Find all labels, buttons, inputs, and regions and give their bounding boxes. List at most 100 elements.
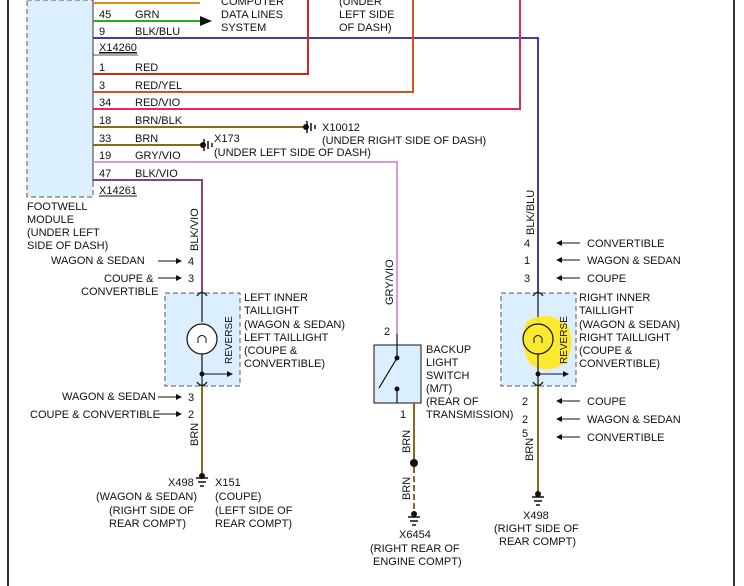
left-side-label-3: OF DASH) [339,22,392,34]
right-label-wagon-sedan: WAGON & SEDAN [587,255,681,267]
right-ground-line2: REAR COMPT) [499,536,576,548]
left-lamp-name-6: CONVERTIBLE) [244,358,325,370]
wire-label-blk-blu: BLK/BLU [135,26,180,38]
right-arrowhead-wagon-sedan [556,257,562,263]
left-side-label-1: (UNDER [339,0,382,8]
right-lamp-wire-bottom: BRN [524,438,536,461]
left-lamp-name-4: LEFT TAILLIGHT [244,332,329,344]
module-pin-9: 9 [99,26,105,38]
left-bottom-pin-3: 3 [188,392,194,404]
left-lamp-top-connector [196,291,208,297]
module-pin-18: 18 [99,115,111,127]
module-pin-47: 47 [99,168,111,180]
right-ground-dot [535,491,541,497]
wire-label-red-vio: RED/VIO [135,97,181,109]
left-lamp-name-5: (COUPE & [244,345,298,357]
left-ground-b-id: X151 [215,477,241,489]
wire-label-red: RED [135,62,158,74]
ground-dot-x10012 [303,124,309,130]
wire-label-brn-blk: BRN/BLK [135,115,183,127]
switch-splice-dot [410,459,418,467]
right-lamp-reverse-arrowhead [563,371,569,377]
wire-blk-vio [93,179,203,292]
left-lamp-wire-bottom: BRN [189,423,201,446]
switch-name-6: TRANSMISSION) [426,409,513,421]
data-lines-arrow [200,16,212,26]
left-ground-symbol [196,477,208,487]
left-ground-b-line2: (LEFT SIDE OF [215,505,293,517]
right-lamp-name-6: CONVERTIBLE) [579,358,660,370]
right-pin-4: 4 [524,238,530,250]
switch-pin-2: 2 [384,326,390,338]
left-side-label-2: LEFT SIDE [339,9,394,21]
wire-red [93,0,309,75]
right-bottom-pin-2a: 2 [522,396,528,408]
module-pin-34: 34 [99,97,111,109]
left-pin-4: 4 [188,256,194,268]
left-pin-arrowhead-wagon-sedan [176,258,182,264]
right-bottom-arrowhead-wagon-sedan [556,416,562,422]
left-pin-arrowhead-coupe [176,275,182,281]
ground-desc-x173: (UNDER LEFT SIDE OF DASH) [214,147,371,159]
right-lamp-top-connector [532,291,544,297]
right-arrowhead-convertible [556,240,562,246]
left-ground-a-line3: REAR COMPT) [109,518,186,530]
right-lamp-name-4: RIGHT TAILLIGHT [579,332,671,344]
module-pin-45: 45 [99,9,111,21]
left-lamp-bottom-connector [196,381,208,387]
right-bottom-label-wagon-sedan: WAGON & SEDAN [587,414,681,426]
switch-name-3: SWITCH [426,370,469,382]
module-pin-19: 19 [99,150,111,162]
ground-desc-x10012: (UNDER RIGHT SIDE OF DASH) [322,135,486,147]
footwell-module-name-2: MODULE [27,214,74,226]
right-bottom-label-convertible: CONVERTIBLE [587,432,664,444]
left-lamp-wire-top: BLK/VIO [189,208,201,251]
ground-id-x10012: X10012 [322,122,360,134]
left-lamp-name-3: (WAGON & SEDAN) [244,319,345,331]
right-lamp-name-3: (WAGON & SEDAN) [579,319,680,331]
right-arrowhead-coupe [556,275,562,281]
footwell-module-name-1: FOOTWELL [27,201,88,213]
left-pin-label-coupe: COUPE & [104,273,154,285]
connector-x14261: X14261 [99,185,137,197]
right-lamp-wire-top: BLK/BLU [525,190,537,235]
left-bulb-filament-icon [197,335,207,343]
switch-name-1: BACKUP [426,344,471,356]
wire-red-vio [93,0,521,110]
wire-label-gry-vio: GRY/VIO [135,150,181,162]
switch-wire-brn-b: BRN [401,477,413,500]
right-ground-symbol [532,496,544,506]
cdl-label-1: COMPUTER [221,0,284,8]
right-lamp-name-5: (COUPE & [579,345,633,357]
left-lamp-name-1: LEFT INNER [244,292,308,304]
right-pin-3: 3 [524,273,530,285]
switch-lever-icon [378,357,398,389]
left-ground-a-line2: (RIGHT SIDE OF [109,505,194,517]
switch-ground-id: X6454 [399,529,431,541]
left-bottom-label-coupe-conv: COUPE & CONVERTIBLE [30,409,160,421]
cdl-label-3: SYSTEM [221,22,266,34]
switch-pin-1: 1 [400,409,406,421]
right-lamp-name-1: RIGHT INNER [579,292,650,304]
cdl-label-2: DATA LINES [221,9,283,21]
switch-wire-brn-a: BRN [401,430,413,453]
right-label-coupe: COUPE [587,273,626,285]
wire-blk-blu [93,37,539,292]
footwell-module-name-4: SIDE OF DASH) [27,240,108,252]
right-ground-line1: (RIGHT SIDE OF [494,523,579,535]
switch-name-5: (REAR OF [426,396,479,408]
right-lamp-bottom-connector [532,381,544,387]
left-lamp-reverse: REVERSE [224,316,235,364]
right-bottom-pin-5: 5 [522,428,528,440]
switch-name-4: (M/T) [426,383,452,395]
switch-ground-line2: ENGINE COMPT) [373,556,462,568]
switch-ground-symbol [408,516,420,526]
wire-label-red-yel: RED/YEL [135,80,182,92]
wire-label-brn: BRN [135,133,158,145]
right-bottom-label-coupe: COUPE [587,396,626,408]
right-pin-1: 1 [524,255,530,267]
switch-ground-line1: (RIGHT REAR OF [370,543,460,555]
switch-wire-top: GRY/VIO [384,259,396,305]
